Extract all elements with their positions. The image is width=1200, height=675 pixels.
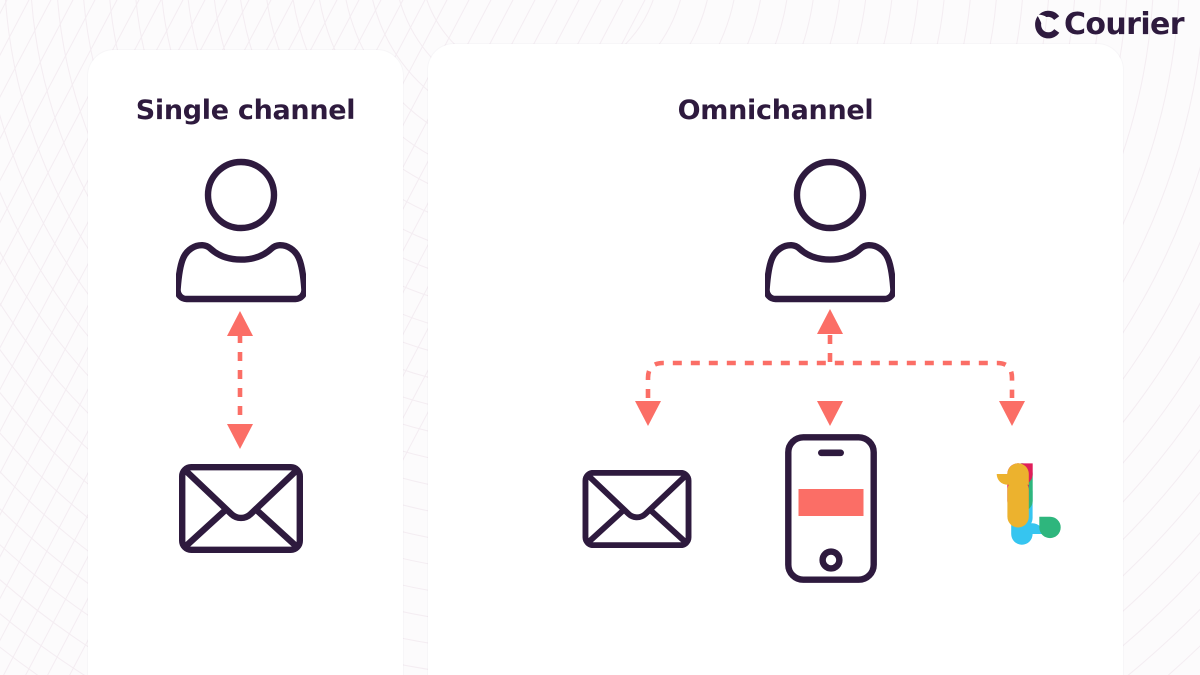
omnichannel-branching-arrow	[610, 306, 1050, 431]
omnichannel-slack-icon	[968, 452, 1072, 556]
logo-wordmark: Courier	[1063, 7, 1185, 42]
omnichannel-mobile-push-icon	[785, 434, 877, 583]
single-person-icon	[176, 158, 306, 306]
single-channel-email-envelope-icon	[179, 464, 303, 553]
single-channel-dashed-arrow	[219, 306, 261, 454]
single-channel-title: Single channel	[135, 95, 356, 126]
omnichannel-title: Omnichannel	[677, 95, 874, 126]
single-channel-card	[88, 50, 403, 675]
courier-logo[interactable]: Courier	[1034, 7, 1185, 42]
omnichannel-card	[428, 44, 1123, 675]
omnichannel-person-icon	[765, 158, 895, 306]
courier-bird-icon	[1035, 10, 1060, 39]
omnichannel-email-envelope-icon	[578, 470, 696, 548]
